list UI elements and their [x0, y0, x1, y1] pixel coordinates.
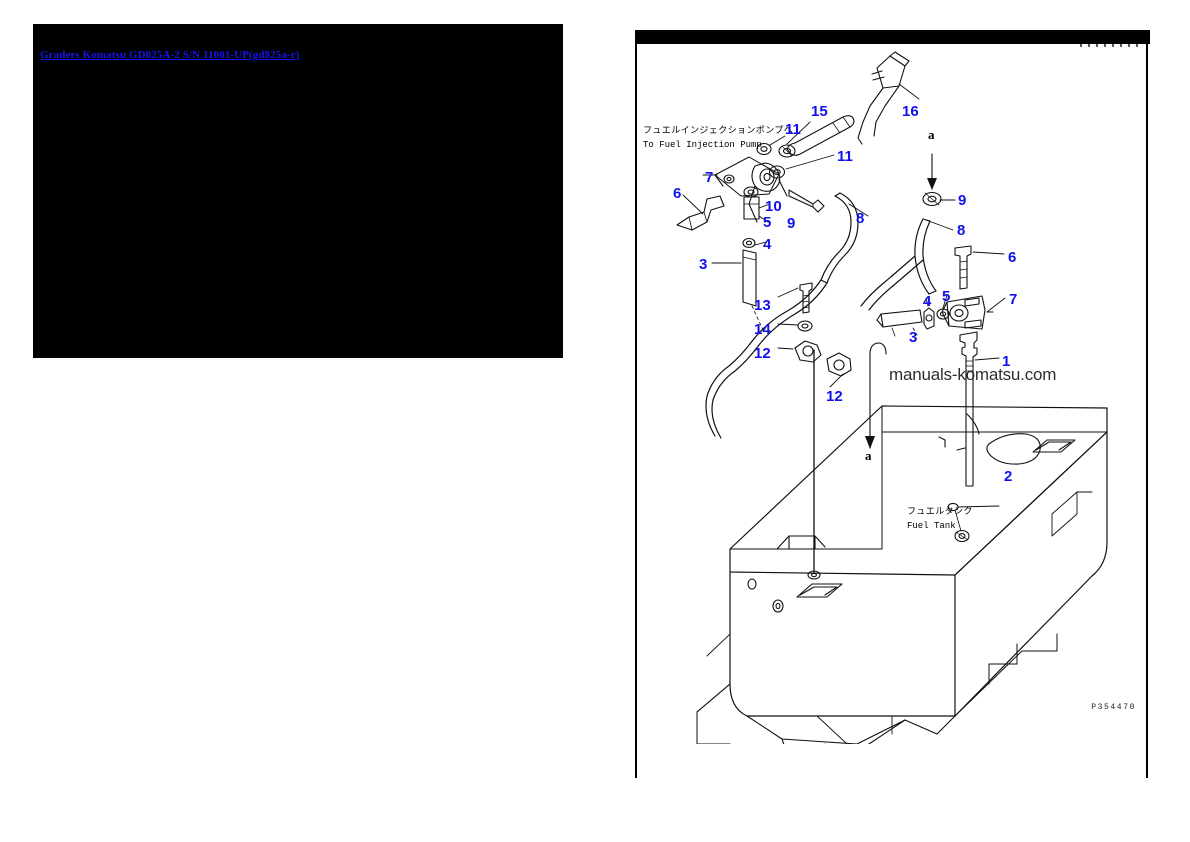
callout-number-8: 8: [856, 210, 865, 227]
breadcrumb-link-graders-komatsu[interactable]: Graders Komatsu: [40, 49, 129, 61]
callout-number-6: 6: [673, 185, 682, 202]
callout-number-13: 13: [754, 297, 771, 314]
callout-number-4: 4: [923, 293, 932, 310]
topbar-dotted-remnant: [1080, 44, 1140, 47]
diagram-part-code: P354470: [1091, 703, 1136, 712]
section-letter-bottom: a: [865, 448, 872, 463]
left-black-panel: Graders Komatsu GD825A-2 S/N 11001-UP(gd…: [33, 24, 563, 358]
label-fuel-tank-en: Fuel Tank: [907, 521, 956, 531]
label-fuel-tank-jp: フュエルタンク: [907, 507, 973, 517]
callout-number-7: 7: [1009, 291, 1018, 308]
fuel-system-line-art: [676, 51, 1108, 744]
breadcrumb-link-model[interactable]: GD825A-2 S/N 11001-UP(gd825a-r): [128, 49, 300, 61]
label-to-fuel-injection-pump-jp: フュエルインジェクションポンプへ: [643, 126, 794, 136]
callout-number-12: 12: [754, 345, 771, 362]
callout-number-6: 6: [1008, 249, 1017, 266]
callout-number-14: 14: [754, 321, 771, 338]
callout-number-11: 11: [837, 148, 853, 165]
callout-number-5: 5: [942, 288, 951, 305]
callout-number-3: 3: [699, 256, 708, 273]
parts-diagram-panel: フュエルインジェクションポンプへ To Fuel Injection Pump …: [635, 30, 1150, 778]
callout-number-10: 10: [765, 198, 782, 215]
watermark: manuals-komatsu.com: [889, 365, 1057, 384]
callout-number-11: 11: [785, 121, 801, 138]
callout-number-9: 9: [958, 192, 967, 209]
callout-number-9: 9: [787, 215, 796, 232]
callout-number-15: 15: [811, 103, 828, 120]
callout-number-3: 3: [909, 329, 918, 346]
callout-number-7: 7: [705, 169, 714, 186]
callout-number-1: 1: [1002, 353, 1011, 370]
callout-number-8: 8: [957, 222, 966, 239]
callout-number-4: 4: [763, 236, 772, 253]
callout-number-5: 5: [763, 214, 772, 231]
breadcrumb: Graders Komatsu GD825A-2 S/N 11001-UP(gd…: [40, 49, 300, 61]
section-letter-top: a: [928, 127, 935, 142]
callout-number-16: 16: [902, 103, 919, 120]
callout-number-12: 12: [826, 388, 843, 405]
diagram-top-black-bar: [637, 30, 1150, 44]
callout-number-2: 2: [1004, 468, 1013, 485]
label-to-fuel-injection-pump-en: To Fuel Injection Pump: [643, 140, 762, 150]
